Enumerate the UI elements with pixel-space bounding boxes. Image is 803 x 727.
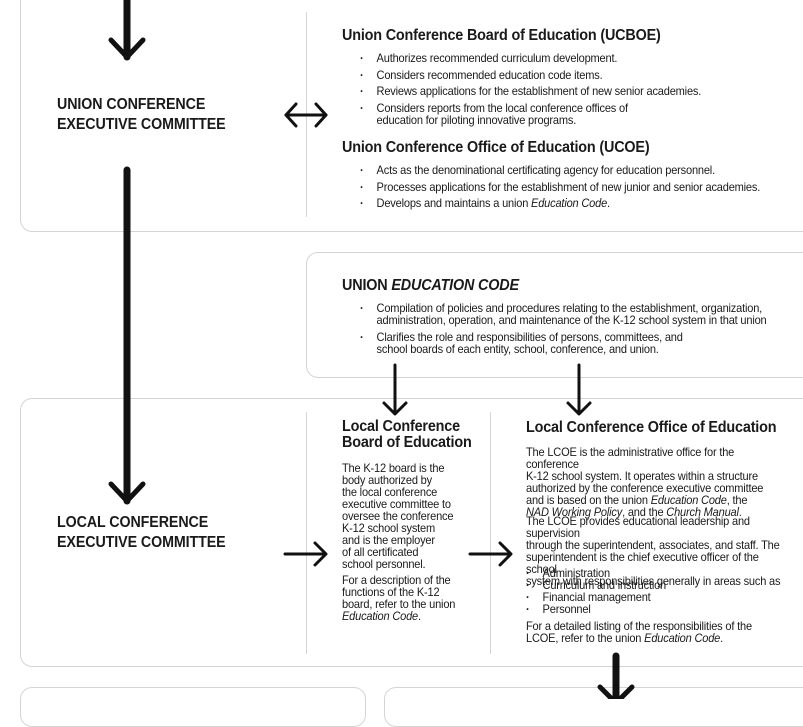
ucoe-list: Acts as the denominational certificating…: [360, 164, 803, 214]
local-panel-divider-1: [306, 412, 307, 654]
local-executive-committee-label: LOCAL CONFERENCE EXECUTIVE COMMITTEE: [57, 513, 226, 553]
lcoe-area: Administration: [526, 567, 666, 579]
ucboe-item: Reviews applications for the establishme…: [360, 85, 803, 97]
ucboe-item: Considers recommended education code ite…: [360, 69, 803, 81]
union-education-code-list: Compilation of policies and procedures r…: [360, 302, 803, 359]
lcoe-title: Local Conference Office of Education: [526, 419, 777, 436]
local-conference-panel: [20, 398, 803, 667]
lcoe-para3: For a detailed listing of the responsibi…: [526, 619, 752, 645]
ucoe-item: Acts as the denominational certificating…: [360, 164, 803, 176]
local-exec-line2: EXECUTIVE COMMITTEE: [57, 534, 226, 551]
ucboe-list: Authorizes recommended curriculum develo…: [360, 52, 803, 130]
lcboe-description: The K-12 board is the body authorized by…: [342, 461, 454, 571]
lcboe-reference: For a description of the functions of th…: [342, 573, 456, 623]
lcoe-para1: The LCOE is the administrative office fo…: [526, 445, 764, 519]
ucboe-title: Union Conference Board of Education (UCB…: [342, 27, 661, 44]
lcoe-area: Curriculum and instruction: [526, 579, 666, 591]
union-exec-line2: EXECUTIVE COMMITTEE: [57, 116, 226, 133]
union-executive-committee-label: UNION CONFERENCE EXECUTIVE COMMITTEE: [57, 95, 226, 135]
ucoe-title: Union Conference Office of Education (UC…: [342, 139, 650, 156]
lcoe-area: Financial management: [526, 591, 666, 603]
local-exec-line1: LOCAL CONFERENCE: [57, 514, 209, 531]
ucoe-item: Processes applications for the establish…: [360, 181, 803, 193]
lower-right-panel: [384, 687, 803, 727]
union-exec-line1: UNION CONFERENCE: [57, 96, 206, 113]
ucoe-item: Develops and maintains a union Education…: [360, 197, 803, 209]
ucboe-item: Considers reports from the local confere…: [360, 102, 803, 126]
lower-left-panel: [20, 687, 366, 727]
local-panel-divider-2: [490, 412, 491, 654]
code-item: Clarifies the role and responsibilities …: [360, 331, 803, 355]
lcboe-title: Local Conference Board of Education: [342, 418, 472, 451]
lcoe-areas-list: Administration Curriculum and instructio…: [526, 567, 666, 615]
union-education-code-title: UNION EDUCATION CODE: [342, 277, 519, 294]
lcoe-area: Personnel: [526, 603, 666, 615]
code-item: Compilation of policies and procedures r…: [360, 302, 803, 326]
ucboe-item: Authorizes recommended curriculum develo…: [360, 52, 803, 64]
union-panel-divider: [306, 12, 307, 217]
